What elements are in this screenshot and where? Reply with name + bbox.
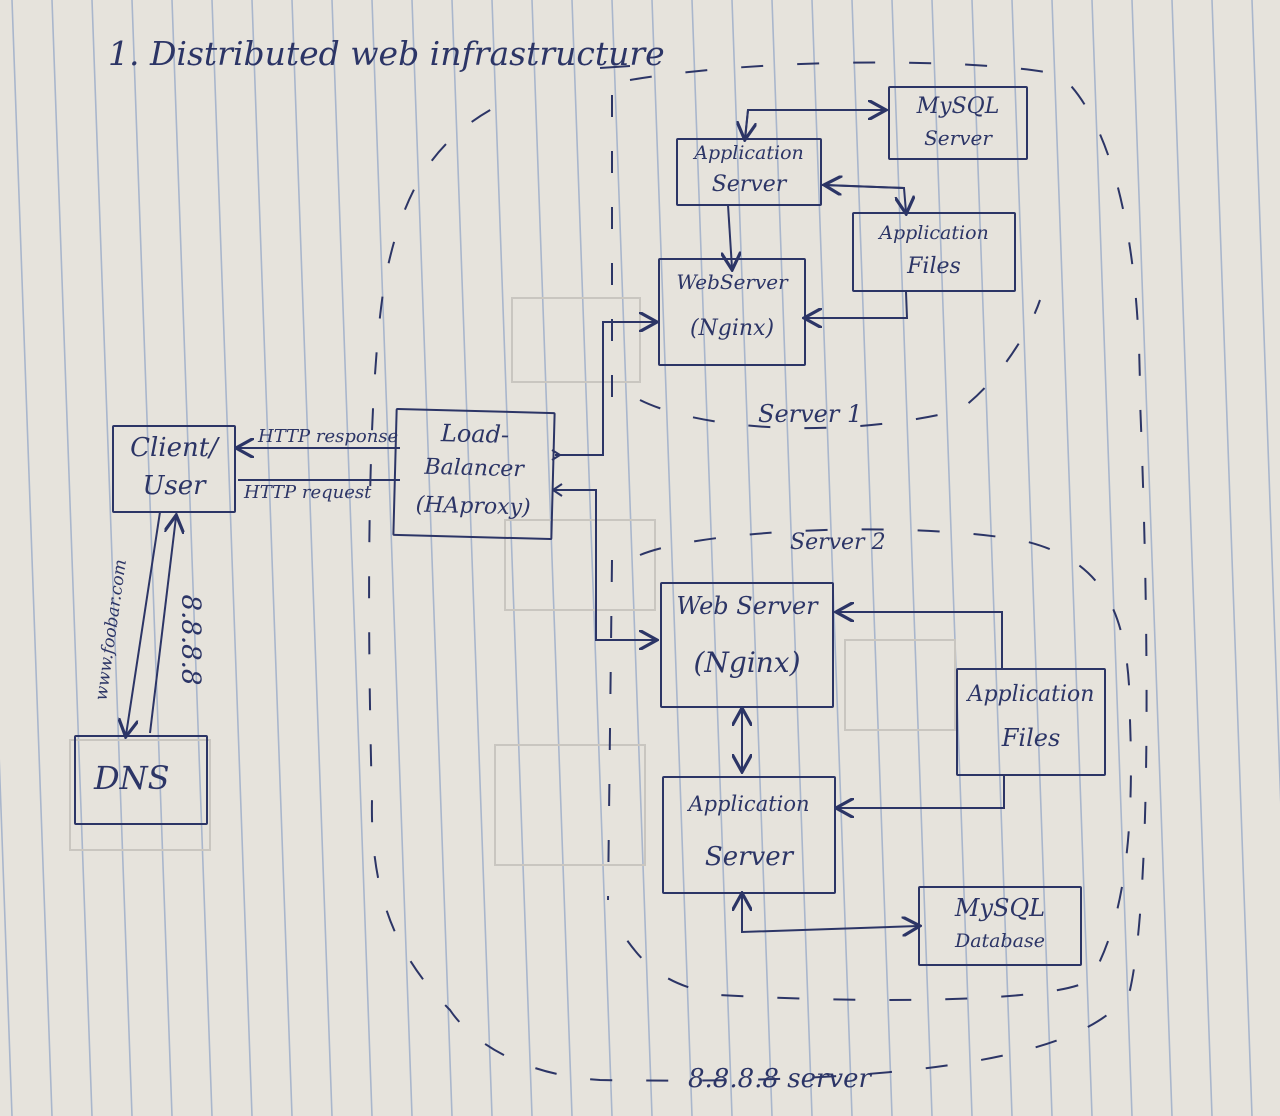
s2-web-server-line2: (Nginx) bbox=[693, 646, 801, 679]
s1-mysql-line2: Server bbox=[924, 126, 992, 150]
ruled-line bbox=[571, 0, 613, 1116]
ruled-line bbox=[811, 0, 853, 1116]
s1-app-files-line2: Files bbox=[907, 254, 961, 279]
s2-app-server-node: Application Server bbox=[662, 776, 836, 894]
server2-caption: Server 2 bbox=[790, 530, 886, 555]
client-user-node: Client/ User bbox=[112, 425, 236, 513]
ruled-line bbox=[91, 0, 133, 1116]
ruled-line bbox=[651, 0, 693, 1116]
ruled-line bbox=[1091, 0, 1133, 1116]
dns-answer-label: 8.8.8.8 bbox=[175, 594, 206, 686]
s2-app-files-node: Application Files bbox=[956, 668, 1106, 776]
s2-web-server-node: Web Server (Nginx) bbox=[660, 582, 834, 708]
s1-app-server-line2: Server bbox=[711, 172, 787, 197]
ruled-line bbox=[691, 0, 733, 1116]
ruled-line bbox=[331, 0, 373, 1116]
s2-mysql-database-node: MySQL Database bbox=[918, 886, 1082, 966]
ruled-line bbox=[1251, 0, 1280, 804]
s1-web-server-line2: (Nginx) bbox=[689, 316, 775, 341]
ruled-line bbox=[211, 0, 253, 1116]
ruled-line bbox=[1211, 0, 1253, 1116]
s2-app-server-line1: Application bbox=[688, 792, 810, 816]
ruled-line bbox=[931, 0, 973, 1116]
s1-mysql-server-node: MySQL Server bbox=[888, 86, 1028, 160]
dns-node: DNS bbox=[74, 735, 208, 825]
load-balancer-node: Load- Balancer (HAproxy) bbox=[392, 407, 556, 541]
s2-app-files-line1: Application bbox=[967, 682, 1095, 707]
lb-label-line1: Load- bbox=[440, 419, 510, 449]
s1-app-files-node: Application Files bbox=[852, 212, 1016, 292]
ruled-line bbox=[1051, 0, 1093, 1116]
page-title: 1. Distributed web infrastructure bbox=[108, 34, 665, 73]
s2-app-server-line2: Server bbox=[704, 842, 794, 872]
ruled-line bbox=[1011, 0, 1053, 1116]
lb-label-line2: Balancer bbox=[424, 454, 525, 483]
server1-caption: Server 1 bbox=[758, 400, 863, 428]
ruled-line bbox=[11, 0, 53, 1116]
client-label-line2: User bbox=[142, 471, 206, 501]
ruled-line bbox=[451, 0, 493, 1116]
client-label-line1: Client/ bbox=[130, 433, 218, 463]
ruled-line bbox=[171, 0, 213, 1116]
http-request-label: HTTP request bbox=[244, 482, 372, 503]
ruled-line bbox=[291, 0, 333, 1116]
s2-mysql-line1: MySQL bbox=[954, 894, 1046, 922]
s1-app-files-line1: Application bbox=[879, 222, 989, 244]
s1-mysql-line1: MySQL bbox=[916, 94, 1000, 119]
s2-web-server-line1: Web Server bbox=[676, 592, 818, 620]
ruled-line bbox=[1131, 0, 1173, 1116]
ruled-line bbox=[0, 758, 13, 1116]
ruled-line bbox=[971, 0, 1013, 1116]
s1-app-server-line1: Application bbox=[694, 142, 804, 164]
s1-web-server-line1: WebServer bbox=[676, 270, 788, 294]
ruled-line bbox=[611, 0, 653, 1116]
s2-app-files-line2: Files bbox=[1001, 724, 1061, 752]
lb-label-line3: (HAproxy) bbox=[415, 492, 531, 521]
ruled-line bbox=[51, 0, 93, 1116]
ruled-line bbox=[371, 0, 413, 1116]
ruled-line bbox=[1171, 0, 1213, 1116]
s1-web-server-node: WebServer (Nginx) bbox=[658, 258, 806, 366]
ruled-line bbox=[251, 0, 293, 1116]
s2-mysql-line2: Database bbox=[954, 930, 1045, 952]
http-response-label: HTTP response bbox=[258, 426, 399, 447]
dns-label: DNS bbox=[94, 759, 170, 797]
s1-app-server-node: Application Server bbox=[676, 138, 822, 206]
ruled-line bbox=[891, 0, 933, 1116]
footer-server-label: 8.8.8.8 server bbox=[688, 1064, 871, 1094]
ruled-line bbox=[491, 0, 533, 1116]
ruled-line bbox=[411, 0, 453, 1116]
ruled-line bbox=[731, 0, 773, 1116]
ruled-line bbox=[531, 0, 573, 1116]
